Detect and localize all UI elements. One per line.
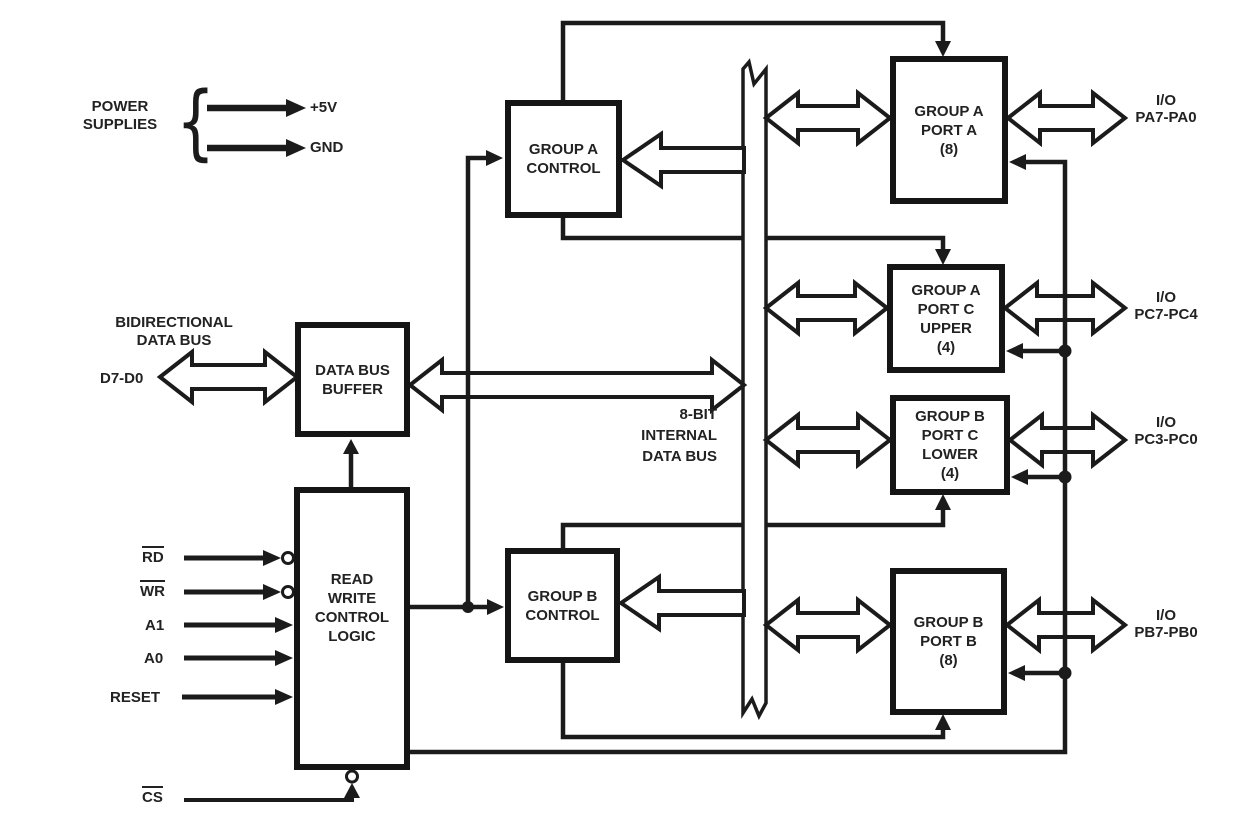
d7-d0-label: D7-D0 [100,370,144,387]
rd-arrowhead [263,550,281,566]
reset-pin-label: RESET [110,689,161,706]
cs-arrowhead [344,783,360,798]
bus-arrow-group-b-control [617,573,746,633]
bus-arrow-group-a-control [619,130,746,190]
rd-pin-label: RD [142,546,164,567]
power-brace: { [176,75,216,170]
reset-arrowhead [275,689,293,705]
io-arrow-pc-lower [1006,410,1129,470]
arrowhead-into-port-b-right [1008,665,1025,681]
data-bus-buffer-block: DATA BUS BUFFER [295,322,410,437]
bus-arrow-port-b [762,595,894,655]
bus-arrow-port-c-upper [762,278,891,338]
arrowhead-into-port-c-lower-bottom [935,494,951,510]
arrowhead-into-port-a-top [935,41,951,57]
external-data-bus-arrow [156,347,301,407]
bus-arrow-port-a [762,88,894,148]
buffer-to-internal-bus-arrow [406,355,748,415]
group-a-port-c-upper-block: GROUP A PORT C UPPER (4) [887,264,1005,373]
power-5v-arrowhead [286,99,306,117]
wr-active-low-bubble [281,585,295,599]
read-write-control-logic-block: READ WRITE CONTROL LOGIC [294,487,410,770]
a0-pin-label: A0 [144,650,164,667]
a1-pin-label: A1 [145,617,165,634]
group-b-port-c-lower-block: GROUP B PORT C LOWER (4) [890,395,1010,495]
arrowhead-into-buffer-bottom [343,439,359,454]
junction-dot-port-c-upper [1058,344,1072,358]
wire-rwcl-to-group-a-control [465,155,489,607]
bus-arrow-port-c-lower [762,410,894,470]
arrowhead-into-group-b-control [487,599,504,615]
arrowhead-into-group-a-control [486,150,503,166]
wr-arrowhead [263,584,281,600]
junction-dot-control-split [462,601,474,613]
arrowhead-into-port-a-right [1009,154,1026,170]
power-gnd-arrowhead [286,139,306,157]
group-a-control-block: GROUP A CONTROL [505,100,622,218]
gnd-label: GND [310,139,344,156]
junction-dot-port-b [1058,666,1072,680]
a0-arrowhead [275,650,293,666]
group-a-port-a-block: GROUP A PORT A (8) [890,56,1008,204]
plus5v-label: +5V [310,99,338,116]
cs-active-low-bubble [345,769,359,784]
arrowhead-into-port-c-upper-top [935,249,951,265]
group-b-control-block: GROUP B CONTROL [505,548,620,663]
arrowhead-into-port-c-upper-right [1006,343,1023,359]
cs-wire [184,797,354,802]
wire-group-a-control-to-port-a [560,20,946,100]
wr-pin-label: WR [140,580,165,601]
a1-arrowhead [275,617,293,633]
io-arrow-pa [1004,88,1129,148]
arrowhead-into-port-b-bottom [935,714,951,730]
junction-dot-port-c-lower [1058,470,1072,484]
wire-rwcl-to-ports-right-rail [410,159,1068,755]
wire-group-b-control-to-port-b [560,663,946,740]
rd-active-low-bubble [281,551,295,565]
arrowhead-into-port-c-lower-right [1011,469,1028,485]
group-b-port-b-block: GROUP B PORT B (8) [890,568,1007,715]
internal-data-bus [741,58,768,721]
cs-pin-label: CS [142,786,163,807]
